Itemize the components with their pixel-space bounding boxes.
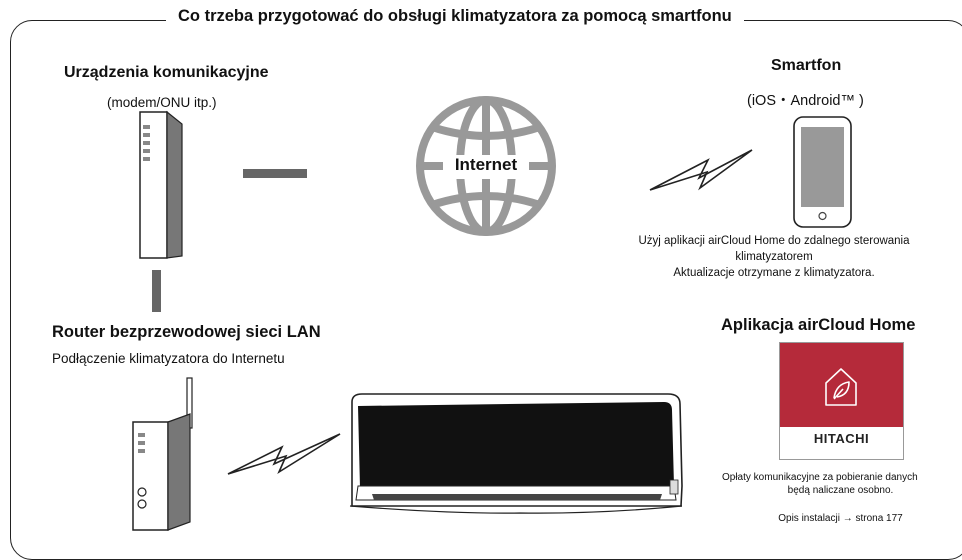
globe-icon (416, 96, 556, 236)
modem-subheading: (modem/ONU itp.) (107, 95, 217, 110)
smartphone-os: (iOS・Android™ ) (747, 93, 864, 109)
hitachi-logo: HITACHI (813, 431, 870, 446)
smartphone-description-2: klimatyzatorem (735, 251, 813, 263)
wireless-signal-icon (227, 433, 341, 475)
home-leaf-icon (825, 368, 857, 406)
smartphone-description-3: Aktualizacje otrzymane z klimatyzatora. (673, 267, 875, 279)
router-icon (132, 377, 193, 531)
wired-link (152, 169, 307, 312)
smartphone-icon (793, 116, 852, 228)
app-note-1: Opłaty komunikacyjne za pobieranie danyc… (722, 472, 918, 483)
wireless-signal-icon (649, 149, 753, 191)
modem-icon (139, 110, 183, 259)
diagram-title: Co trzeba przygotować do obsługi klimaty… (166, 7, 744, 26)
app-note-2: będą naliczane osobno. (787, 485, 894, 496)
air-conditioner-unit (349, 393, 683, 514)
internet-label: Internet (454, 155, 518, 174)
router-subheading: Podłączenie klimatyzatora do Internetu (52, 351, 285, 366)
install-reference: Opis instalacji → strona 177 (778, 513, 903, 524)
aircloud-app-icon: HITACHI (779, 342, 904, 460)
smartphone-description-1: Użyj aplikacji airCloud Home do zdalnego… (638, 235, 910, 247)
router-heading: Router bezprzewodowej sieci LAN (52, 323, 321, 341)
smartphone-heading: Smartfon (771, 57, 842, 74)
app-heading: Aplikacja airCloud Home (721, 316, 916, 334)
app-tile-top (780, 343, 903, 427)
modem-heading: Urządzenia komunikacyjne (64, 64, 269, 81)
